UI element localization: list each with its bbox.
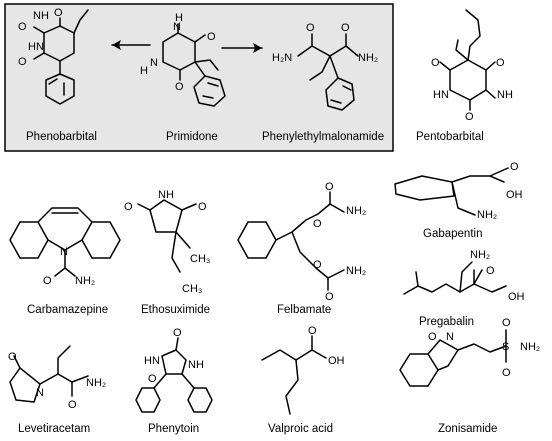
- ethosuximide-ch3-b: CH₃: [182, 283, 202, 295]
- zonisamide-s: S: [502, 341, 509, 353]
- ethosuximide-o-left: O: [124, 201, 133, 213]
- arrow-to-phenobarbital: [111, 40, 151, 50]
- ethosuximide-structure: NH O O CH₃ CH₃ Ethosuximide: [124, 189, 210, 316]
- phenytoin-label: Phenytoin: [148, 423, 199, 435]
- zonisamide-o-ring: O: [428, 331, 437, 343]
- carbamazepine-label: Carbamazepine: [27, 304, 108, 316]
- pregabalin-structure: NH₂ O OH Pregabalin: [403, 249, 525, 328]
- primidone-label: Primidone: [166, 131, 218, 143]
- pentobarbital-hn: HN: [433, 89, 449, 101]
- gabapentin-o: O: [510, 161, 519, 173]
- felbamate-structure: O O O O NH₂ NH₂ Felbamate: [237, 181, 366, 316]
- phenytoin-o-top: O: [173, 327, 182, 339]
- felbamate-o3: O: [325, 181, 334, 193]
- levetiracetam-label: Levetiracetam: [18, 423, 90, 435]
- primidone-o-bottom: O: [175, 81, 184, 93]
- zonisamide-nh2: NH₂: [520, 341, 540, 353]
- primidone-o-right: O: [207, 31, 216, 43]
- gabapentin-label: Gabapentin: [423, 228, 482, 240]
- felbamate-o2: O: [313, 259, 322, 271]
- ethosuximide-label: Ethosuximide: [141, 304, 210, 316]
- levetiracetam-o-ring: O: [8, 351, 17, 363]
- pema-o-right: O: [341, 22, 350, 34]
- pentobarbital-structure: O O NH HN O Pentobarbital: [416, 9, 513, 143]
- primidone-h-top: H: [175, 12, 183, 24]
- pregabalin-nh2: NH₂: [470, 249, 490, 261]
- primidone-h-left: H: [140, 65, 148, 77]
- ethosuximide-nh: NH: [158, 189, 174, 201]
- gabapentin-nh2: NH₂: [477, 209, 497, 221]
- pentobarbital-o-bottom: O: [465, 111, 474, 123]
- pema-structure: O O H₂N NH₂ Phenylethylmalonamide: [262, 22, 384, 143]
- pentobarbital-nh: NH: [497, 89, 513, 101]
- felbamate-nh2-a: NH₂: [346, 205, 366, 217]
- gabapentin-oh: OH: [506, 189, 523, 201]
- carbamazepine-nh2: NH₂: [75, 275, 95, 287]
- primidone-n-top: N: [173, 21, 181, 33]
- pregabalin-oh: OH: [508, 291, 525, 303]
- gabapentin-structure: O OH NH₂ Gabapentin: [394, 161, 523, 240]
- levetiracetam-o: O: [68, 399, 77, 411]
- felbamate-o1: O: [313, 218, 322, 230]
- phenytoin-structure: O HN NH O Phenytoin: [135, 327, 213, 435]
- valproic-oh: OH: [328, 355, 345, 367]
- phenobarbital-o-bottom: O: [18, 56, 27, 68]
- felbamate-o4: O: [325, 291, 334, 303]
- phenytoin-nh: NH: [188, 359, 204, 371]
- pregabalin-o: O: [486, 265, 495, 277]
- valproic-label: Valproic acid: [268, 423, 333, 435]
- levetiracetam-n: N: [36, 387, 44, 399]
- arrow-to-pema: [221, 43, 263, 53]
- phenobarbital-structure: O O HN O NH Phenobarbital: [18, 7, 97, 143]
- phenytoin-hn: HN: [144, 355, 160, 367]
- phenobarbital-nh: NH: [33, 10, 49, 22]
- felbamate-nh2-b: NH₂: [346, 265, 366, 277]
- phenobarbital-label: Phenobarbital: [26, 131, 97, 143]
- carbamazepine-n: N: [60, 246, 68, 258]
- carbamazepine-structure: N O NH₂ Carbamazepine: [9, 207, 121, 316]
- zonisamide-label: Zonisamide: [438, 423, 497, 435]
- zonisamide-structure: O N O O S NH₂ Zonisamide: [399, 317, 540, 435]
- primidone-n-left: N: [150, 57, 158, 69]
- pregabalin-label: Pregabalin: [419, 316, 474, 328]
- zonisamide-n-ring: N: [446, 331, 454, 343]
- phenobarbital-hn: HN: [28, 41, 44, 53]
- valproic-structure: O OH Valproic acid: [261, 325, 345, 435]
- carbamazepine-o: O: [43, 275, 52, 287]
- pema-h2n: H₂N: [272, 52, 292, 64]
- pentobarbital-o-left: O: [431, 57, 440, 69]
- phenytoin-o-left: O: [148, 373, 157, 385]
- zonisamide-o-top: O: [502, 317, 511, 329]
- valproic-o: O: [308, 325, 317, 337]
- pentobarbital-o-right: O: [496, 57, 505, 69]
- pentobarbital-label: Pentobarbital: [416, 131, 484, 143]
- primidone-structure: H N O H N O Primidone: [140, 12, 226, 143]
- felbamate-label: Felbamate: [277, 304, 331, 316]
- levetiracetam-nh2: NH₂: [86, 377, 106, 389]
- ethosuximide-o-right: O: [198, 201, 207, 213]
- zonisamide-o-bottom: O: [502, 367, 511, 379]
- pema-nh2: NH₂: [358, 52, 378, 64]
- pema-label: Phenylethylmalonamide: [262, 131, 384, 143]
- phenobarbital-o-left: O: [18, 21, 27, 33]
- phenobarbital-o-top: O: [54, 7, 63, 19]
- pema-o-left: O: [306, 22, 315, 34]
- ethosuximide-ch3-a: CH₃: [190, 253, 210, 265]
- levetiracetam-structure: O N O NH₂ Levetiracetam: [8, 345, 106, 435]
- metabolism-box: [4, 3, 394, 152]
